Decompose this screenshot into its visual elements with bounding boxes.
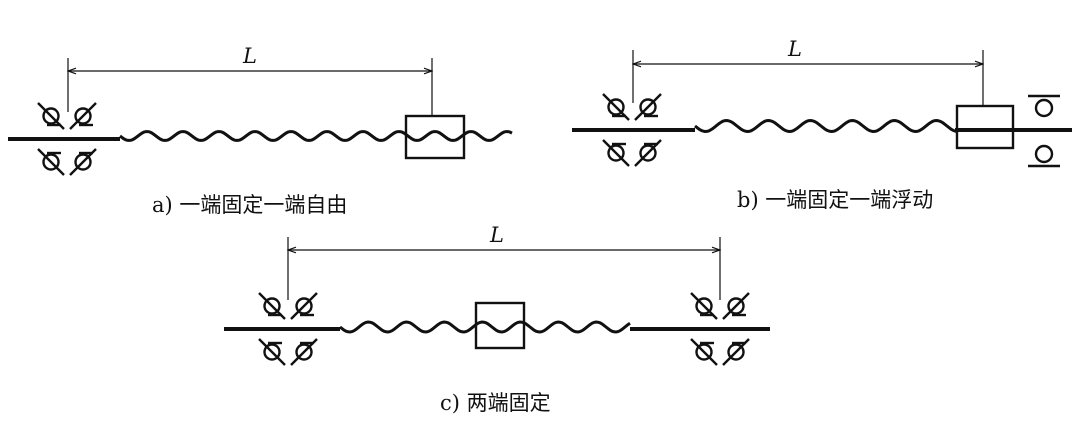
bearing-icon	[634, 93, 662, 121]
bearing-icon	[722, 292, 750, 320]
bearing-icon	[258, 292, 286, 320]
bearing-icon	[290, 292, 318, 320]
caption-a: a) 一端固定一端自由	[152, 193, 347, 217]
length-label-c: L	[489, 223, 504, 247]
bearing-icon	[37, 148, 65, 176]
bearing-icon	[690, 292, 718, 320]
screw-thread-b	[694, 118, 958, 134]
length-label-b: L	[787, 37, 802, 61]
bearing-icon	[258, 338, 286, 366]
bearing-icon	[602, 93, 630, 121]
bearing-icon	[602, 139, 630, 167]
bearing-icon	[37, 102, 65, 130]
fixed-support-c-left	[258, 292, 318, 366]
bearing-icon	[690, 338, 718, 366]
fixed-support-a	[37, 102, 97, 176]
screw-thread-a	[119, 130, 513, 142]
screw-thread-c	[339, 320, 631, 334]
length-label-a: L	[242, 44, 257, 68]
caption-b: b) 一端固定一端浮动	[737, 188, 933, 212]
bearing-icon	[634, 139, 662, 167]
nut-c	[474, 301, 526, 350]
fixed-support-b	[602, 93, 662, 167]
nut-a	[404, 114, 466, 160]
diagram-a: L a) 一端固定一端自由	[8, 44, 513, 217]
bearing-icon	[722, 338, 750, 366]
diagram-c: L c) 两端固定	[224, 223, 770, 415]
fixed-support-c-right	[690, 292, 750, 366]
bearing-icon	[69, 102, 97, 130]
caption-c: c) 两端固定	[440, 391, 551, 415]
bearing-icon	[69, 148, 97, 176]
diagram-b: L b) 一端固定一端浮动	[572, 37, 1072, 212]
nut-b	[955, 104, 1015, 150]
bearing-icon	[290, 338, 318, 366]
floating-support-b	[1028, 94, 1060, 168]
